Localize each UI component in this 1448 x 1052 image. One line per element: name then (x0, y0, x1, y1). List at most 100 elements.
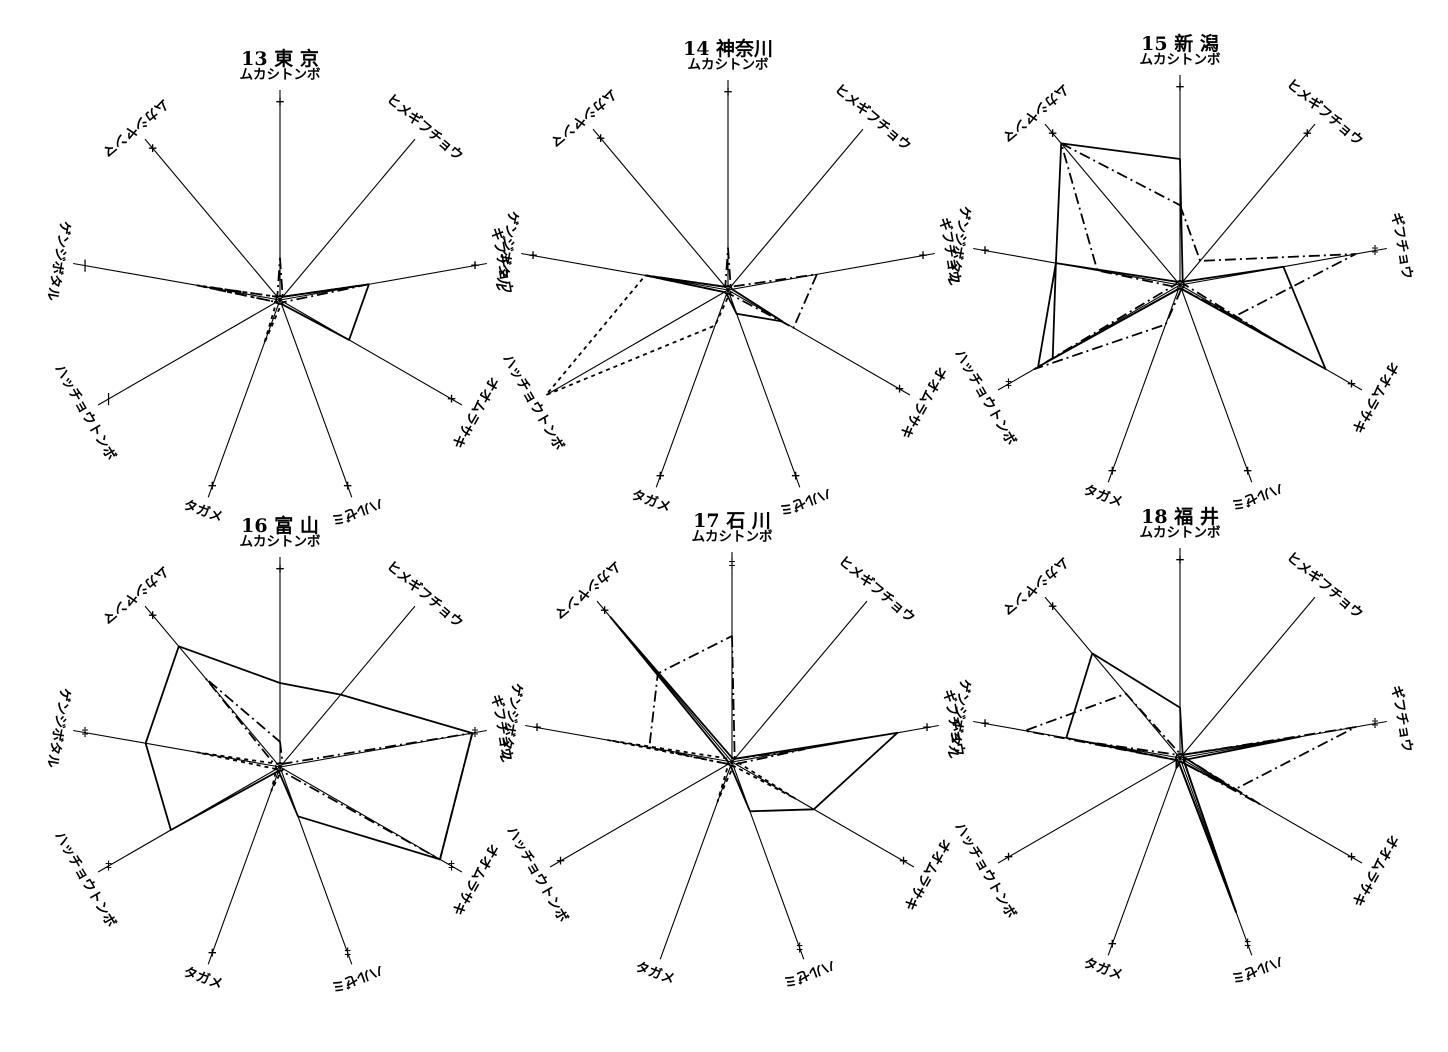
tick-mark: | (106, 392, 110, 406)
axis-line (1179, 757, 1363, 864)
axis-label: ムカシトンボ (240, 67, 321, 83)
axis-line (97, 299, 281, 406)
tick-mark: + (600, 603, 610, 617)
axis-label: ムカシトンボ (692, 529, 773, 545)
tick-mark: ‡ (1005, 377, 1011, 391)
axis-line (279, 138, 416, 301)
tick-mark: + (596, 131, 606, 145)
series-polygon (144, 645, 474, 861)
series-polygon (648, 635, 806, 767)
tick-mark: + (1243, 464, 1253, 478)
axis-line (144, 138, 281, 301)
chart-title: 15 新 潟 (1141, 32, 1219, 55)
axis-line (731, 761, 915, 868)
tick-mark: + (1346, 850, 1356, 864)
tick-mark: ‡ (105, 859, 111, 873)
tick-mark: + (1175, 553, 1185, 567)
series-polygon (196, 751, 286, 792)
tick-mark: + (1302, 126, 1312, 140)
axis-line (279, 605, 416, 768)
chart-title: 14 神奈川 (683, 37, 773, 60)
tick-mark: + (1048, 599, 1058, 613)
series-polygon (196, 284, 286, 345)
tick-mark: + (207, 479, 217, 493)
tick-mark: ‡ (472, 725, 478, 739)
axis-line (1044, 123, 1181, 286)
axis-line (1179, 284, 1363, 391)
series-polygon (204, 677, 474, 861)
axis-line (73, 262, 281, 301)
axis-line (279, 766, 463, 873)
axis-line (279, 262, 487, 301)
tick-mark: + (791, 469, 801, 483)
axis-line (545, 289, 729, 396)
axis-line (731, 600, 868, 763)
axis-line (727, 289, 911, 396)
tick-mark: ‡ (1245, 937, 1251, 951)
series-polygon (1033, 279, 1263, 370)
axis-line (549, 761, 733, 868)
tick-mark: + (1346, 377, 1356, 391)
tick-mark: + (898, 854, 908, 868)
tick-mark: + (470, 258, 480, 272)
axis-label: ムカシトンボ (1140, 525, 1221, 541)
tick-mark: + (148, 141, 158, 155)
chart-title: 18 福 井 (1141, 505, 1219, 528)
axis-line (731, 724, 939, 763)
tick-mark: + (148, 608, 158, 622)
tick-mark: + (532, 720, 542, 734)
axis-line (731, 761, 805, 960)
axis-line (1044, 596, 1181, 759)
tick-mark: + (1003, 850, 1013, 864)
axis-label: ムカシトンボ (1140, 52, 1221, 68)
axis-line (997, 757, 1181, 864)
axis-line (279, 766, 353, 965)
tick-mark: + (980, 716, 990, 730)
tick-mark: + (1048, 126, 1058, 140)
axis-line (727, 252, 935, 291)
tick-mark: + (922, 720, 932, 734)
axis-line (1179, 757, 1253, 956)
tick-mark: + (980, 243, 990, 257)
axis-line (727, 128, 864, 291)
tick-mark: + (528, 248, 538, 262)
tick-mark: ‡ (448, 859, 454, 873)
tick-mark: + (275, 562, 285, 576)
axis-line (1107, 757, 1181, 956)
axis-line (592, 128, 729, 291)
axis-label: ムカシトンボ (688, 57, 769, 73)
series-polygon (545, 274, 733, 396)
axis-line (727, 289, 801, 488)
tick-mark: + (343, 479, 353, 493)
chart-title: 17 石 川 (693, 510, 771, 532)
tick-mark: + (894, 382, 904, 396)
tick-mark: ‡ (345, 946, 351, 960)
series-polygon (609, 616, 899, 813)
axis-line (1179, 596, 1316, 759)
tick-mark: + (275, 95, 285, 109)
chart-title: 16 富 山 (241, 514, 319, 537)
tick-mark: + (207, 946, 217, 960)
tick-mark: ‡ (1372, 243, 1378, 257)
tick-mark: + (1107, 937, 1117, 951)
chart-title: 13 東 京 (241, 47, 319, 70)
tick-mark: + (723, 85, 733, 99)
tick-mark: + (1175, 80, 1185, 94)
tick-mark: ‡ (797, 941, 803, 955)
axis-line (207, 766, 281, 965)
axis-line (73, 729, 281, 768)
tick-mark: + (446, 392, 456, 406)
series-polygon (1051, 262, 1327, 370)
tick-mark: + (1107, 464, 1117, 478)
axis-line (279, 299, 353, 498)
axis-label: ムカシトンボ (240, 534, 321, 550)
tick-mark: + (918, 248, 928, 262)
tick-mark: + (555, 854, 565, 868)
series-polygon (1175, 752, 1237, 913)
tick-mark: | (83, 258, 87, 272)
axis-line (1179, 284, 1253, 483)
series-polygon (607, 739, 797, 803)
axis-line (279, 299, 463, 406)
